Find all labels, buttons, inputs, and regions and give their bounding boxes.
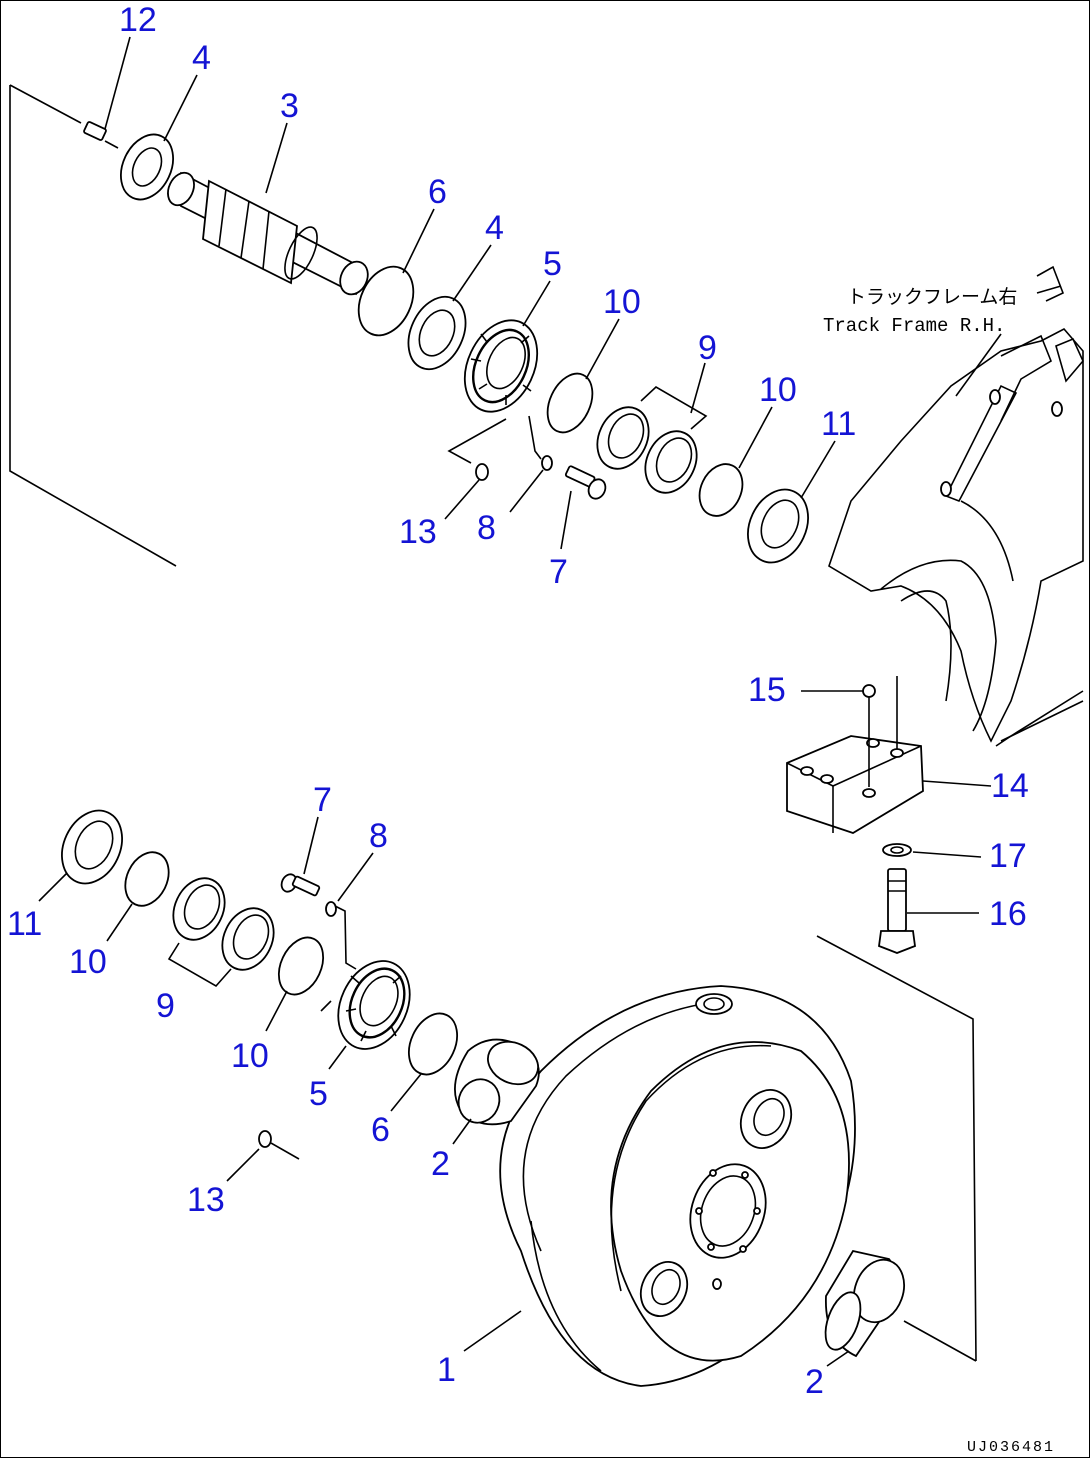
callout-8-lower: 8 bbox=[369, 817, 388, 855]
callout-leaders bbox=[38, 36, 850, 1367]
callout-2-right: 2 bbox=[805, 1363, 824, 1401]
part-7-bolt-upper bbox=[564, 465, 607, 500]
part-8-washer-upper bbox=[528, 415, 553, 471]
callout-9-upper: 9 bbox=[698, 329, 717, 367]
part-16-bolt bbox=[878, 868, 979, 954]
callout-7-lower: 7 bbox=[313, 781, 332, 819]
callout-16: 16 bbox=[989, 895, 1027, 933]
drawing-id: UJ036481 bbox=[967, 1439, 1055, 1456]
track-frame-label: トラックフレーム右 Track Frame R.H. bbox=[823, 286, 1017, 397]
callout-15: 15 bbox=[748, 671, 786, 709]
part-15-pin bbox=[801, 676, 898, 787]
part-9-floating-seal-lower bbox=[167, 877, 275, 988]
part-10-o-ring-lower-2 bbox=[277, 936, 325, 996]
callout-10-lower-1: 10 bbox=[69, 943, 107, 981]
part-4-retainer-plate-left bbox=[120, 133, 174, 201]
part-10-o-ring-lower-1 bbox=[124, 851, 170, 907]
callout-3: 3 bbox=[280, 87, 299, 125]
callout-2-left: 2 bbox=[431, 1145, 450, 1183]
callout-11-upper: 11 bbox=[821, 405, 856, 443]
part-9-floating-seal-upper bbox=[596, 386, 708, 494]
callout-7-upper: 7 bbox=[549, 553, 568, 591]
part-6-o-ring-upper bbox=[357, 265, 415, 337]
part-13-plug-lower bbox=[258, 1130, 300, 1160]
callout-9-lower: 9 bbox=[156, 987, 175, 1025]
callout-numbers: 12 4 3 6 4 5 10 9 10 11 13 8 7 15 14 7 8… bbox=[7, 1, 1029, 1401]
callout-8-upper: 8 bbox=[477, 509, 496, 547]
callout-11-lower: 11 bbox=[7, 905, 42, 943]
track-frame-label-en: Track Frame R.H. bbox=[823, 315, 1005, 337]
part-4-retainer-plate-middle bbox=[407, 295, 467, 371]
callout-4-left: 4 bbox=[192, 39, 211, 77]
track-frame-rh bbox=[828, 265, 1084, 747]
part-5-bushing-lower bbox=[320, 960, 411, 1050]
callout-6-upper: 6 bbox=[428, 173, 447, 211]
part-17-washer bbox=[882, 843, 982, 858]
part-5-bushing-upper bbox=[463, 319, 539, 413]
part-6-o-ring-lower bbox=[408, 1012, 458, 1076]
part-10-o-ring-upper-2 bbox=[698, 463, 744, 517]
callout-12: 12 bbox=[119, 1, 157, 39]
callout-6-lower: 6 bbox=[371, 1111, 390, 1149]
track-frame-label-jp: トラックフレーム右 bbox=[847, 286, 1017, 309]
part-12-bolt bbox=[83, 121, 119, 149]
part-8-washer-lower bbox=[325, 901, 357, 970]
callout-10-upper-2: 10 bbox=[759, 371, 797, 409]
part-1-idler-wheel bbox=[499, 985, 856, 1387]
part-11-oil-seal-lower bbox=[61, 809, 123, 885]
lower-group-bracket bbox=[816, 935, 977, 1362]
callout-14: 14 bbox=[991, 767, 1029, 805]
callout-5-lower: 5 bbox=[309, 1075, 328, 1113]
part-2-bushing-right bbox=[824, 1249, 905, 1358]
callout-10-lower-2: 10 bbox=[231, 1037, 269, 1075]
callout-13-lower: 13 bbox=[187, 1181, 225, 1219]
part-14-support-block bbox=[786, 735, 992, 834]
upper-group-bracket bbox=[9, 84, 177, 567]
callout-1: 1 bbox=[437, 1351, 456, 1389]
part-10-o-ring-upper-1 bbox=[546, 372, 594, 434]
callout-13-upper: 13 bbox=[399, 513, 437, 551]
callout-5-upper: 5 bbox=[543, 245, 562, 283]
part-3-shaft bbox=[167, 171, 369, 296]
callout-10-upper-1: 10 bbox=[603, 283, 641, 321]
callout-17: 17 bbox=[989, 837, 1027, 875]
part-11-oil-seal-upper bbox=[747, 488, 809, 564]
part-7-bolt-lower bbox=[280, 873, 321, 897]
part-13-plug-upper bbox=[447, 418, 507, 481]
callout-4-middle: 4 bbox=[485, 209, 504, 247]
